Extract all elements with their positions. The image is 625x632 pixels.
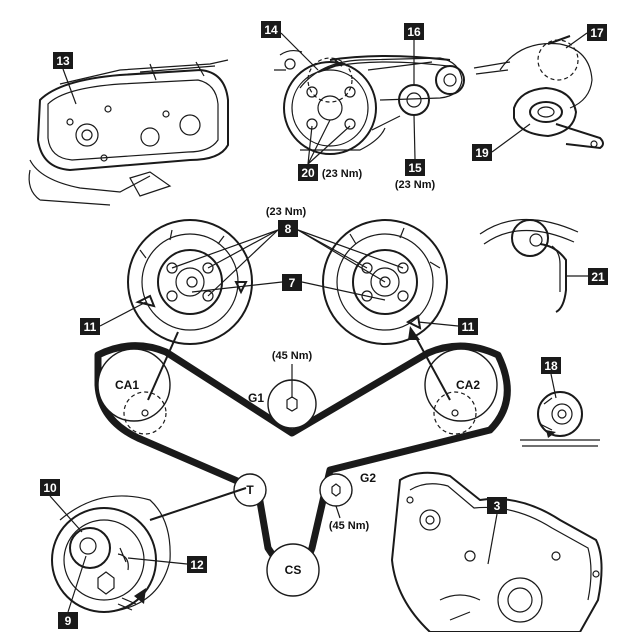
torque-label-g2: (45 Nm) [329,520,370,532]
timing-cover-illustration [28,59,229,206]
lower-cover-illustration [390,471,603,632]
arrow-ca2 [408,326,420,340]
callout-10: 10 [40,479,60,496]
locking-tool-illustration [473,35,604,150]
callout-18: 18 [541,357,561,374]
svg-text:CA1: CA1 [115,378,139,392]
torque-label-20: (23 Nm) [322,168,363,180]
svg-text:8: 8 [285,222,292,236]
svg-text:19: 19 [475,146,489,160]
callout-17: 17 [587,24,607,41]
camshaft-sprocket-illustration [274,49,465,155]
svg-text:12: 12 [190,558,204,572]
callout-20: 20 [298,164,318,181]
svg-text:7: 7 [289,276,296,290]
pulley-ca2: CA2 [424,348,498,435]
pulley-ca1: CA1 [97,348,171,435]
svg-text:10: 10 [43,481,57,495]
callout-12: 12 [187,556,207,573]
pulley-cs: CS [266,543,320,597]
svg-text:T: T [246,483,254,497]
torque-label-15: (23 Nm) [395,179,436,191]
svg-text:14: 14 [264,23,278,37]
svg-text:9: 9 [65,614,72,628]
torque-label-8: (23 Nm) [266,206,307,218]
callout-19: 19 [472,144,492,161]
svg-text:18: 18 [544,359,558,373]
callout-8: 8 [278,220,298,237]
svg-text:CS: CS [285,563,302,577]
pulley-t: T [233,473,267,507]
svg-text:CA2: CA2 [456,378,480,392]
timing-belt [94,342,511,574]
svg-text:G1: G1 [248,391,264,405]
callout-9: 9 [58,612,78,629]
svg-text:20: 20 [301,166,315,180]
svg-text:3: 3 [494,499,501,513]
svg-text:13: 13 [56,54,70,68]
callout-13: 13 [53,52,73,69]
svg-text:16: 16 [407,25,421,39]
svg-text:11: 11 [84,320,97,334]
svg-text:21: 21 [591,270,605,284]
belt-tensioner-illustration [51,487,247,613]
callout-3: 3 [487,497,507,514]
torque-label-g1: (45 Nm) [272,350,313,362]
callout-7: 7 [282,274,302,291]
callout-11-left: 11 [80,318,100,335]
tensioner-detail-illustration [520,391,600,447]
callout-14: 14 [261,21,281,38]
tensioner-tool-illustration [479,218,579,313]
callout-11-right: 11 [458,318,478,335]
pulley-g2: G2 (45 Nm) [319,471,376,532]
svg-text:17: 17 [590,26,604,40]
callout-21: 21 [588,268,608,285]
callout-16: 16 [404,23,424,40]
callout-15: 15 [405,159,425,176]
svg-text:G2: G2 [360,471,376,485]
pulley-g1: G1 (45 Nm) [248,350,317,429]
svg-text:11: 11 [462,320,475,334]
svg-text:15: 15 [408,161,422,175]
